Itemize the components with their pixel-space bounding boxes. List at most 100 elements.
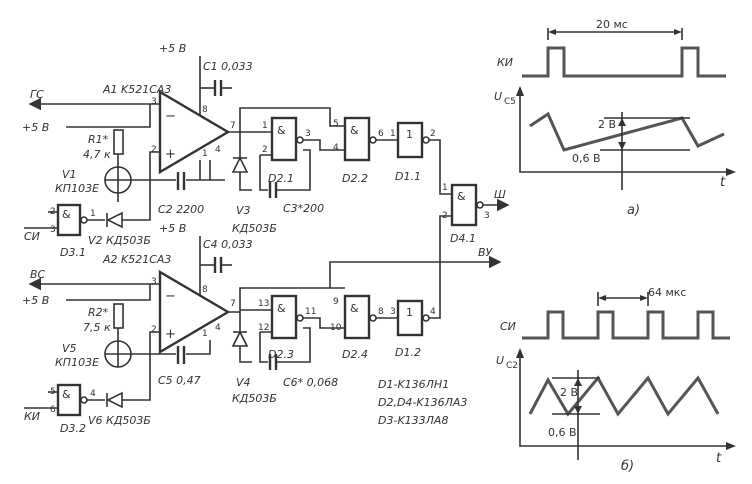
timing-a-u-sub: C5 (504, 97, 516, 107)
pin-a2-1: 1 (202, 329, 208, 339)
pin-a2-3: 3 (151, 277, 157, 287)
label-supply-c1: +5 В (159, 42, 186, 55)
label-vu: ВУ (478, 246, 494, 259)
pin-d41-1: 1 (442, 183, 448, 193)
pin-d32-6: 6 (50, 405, 56, 415)
timing-a-pulse-trace (522, 46, 726, 78)
pin-d12-3: 3 (390, 307, 396, 317)
pin-a2-4: 4 (215, 323, 221, 333)
gate-d24 (343, 294, 371, 340)
timing-diagram-a: КИ 20 мс U C5 2 В 0,6 В t а) (494, 18, 736, 218)
pin-a2-8: 8 (202, 285, 208, 295)
timing-b-u: U (496, 354, 504, 367)
pin-d24-8: 8 (378, 307, 384, 317)
label-v4: V4 (236, 376, 251, 389)
label-v4-type: КД503Б (232, 392, 277, 405)
svg-text:+: + (165, 147, 176, 162)
pin-d23-12: 12 (258, 323, 269, 333)
label-vs: ВС (30, 268, 46, 281)
svg-text:&: & (277, 124, 286, 137)
label-v5: V5 (62, 342, 77, 355)
upper-channel: − + 3 8 2 1 7 4 +5 В C1 0,033 A1 K521CA3… (22, 42, 510, 259)
pin-d22-5: 5 (333, 119, 339, 129)
pin-a1-4: 4 (215, 145, 221, 155)
pin-d31-3: 3 (50, 225, 56, 235)
svg-text:&: & (457, 190, 466, 203)
label-d21: D2.1 (268, 172, 294, 185)
label-v3: V3 (236, 204, 251, 217)
pin-d22-6: 6 (378, 129, 384, 139)
label-d22: D2.2 (342, 172, 368, 185)
pin-d21-1: 1 (262, 121, 268, 131)
pin-d24-9: 9 (333, 297, 339, 307)
svg-text:&: & (277, 302, 286, 315)
pin-d12-4: 4 (430, 307, 436, 317)
pin-d23-11: 11 (305, 307, 316, 317)
label-d32: D3.2 (60, 422, 86, 435)
label-r1: R1* (88, 133, 109, 146)
timing-b-u-sub: C2 (506, 361, 518, 371)
timing-a-period: 20 мс (596, 18, 628, 31)
label-c5: C5 0,47 (158, 374, 201, 387)
pin-d31-1: 1 (90, 209, 96, 219)
label-plus5-2: +5 В (22, 294, 49, 307)
gate-d32 (56, 383, 82, 417)
timing-b-pulse-trace (522, 310, 730, 340)
svg-text:&: & (350, 302, 359, 315)
timing-b-t: t (716, 451, 722, 466)
lower-channel: +5 В C4 0,033 КД503Б A2 K521CA3 − + 3 8 … (22, 215, 502, 435)
pin-a1-1: 1 (202, 149, 208, 159)
timing-b-period: 64 мкс (648, 286, 686, 299)
svg-text:&: & (62, 208, 71, 221)
gate-d21 (270, 116, 298, 162)
pin-d11-2: 2 (430, 129, 436, 139)
label-v1-type: КП103Е (55, 182, 99, 195)
legend-d3: D3-K133ЛА8 (378, 414, 448, 427)
label-a1: A1 K521CA3 (102, 83, 171, 96)
label-d24: D2.4 (342, 348, 368, 361)
pin-a1-8: 8 (202, 105, 208, 115)
label-d11: D1.1 (395, 170, 421, 183)
timing-a-amp: 2 В (598, 118, 616, 131)
timing-b-offset: 0,6 В (548, 426, 577, 439)
label-c2: C2 2200 (158, 203, 204, 216)
gate-d41 (450, 183, 478, 227)
gate-d23 (270, 294, 298, 340)
label-v6: V6 КД503Б (88, 414, 151, 427)
pin-d22-4: 4 (333, 143, 339, 153)
label-r2: R2* (88, 306, 109, 319)
timing-a-offset: 0,6 В (572, 152, 601, 165)
svg-text:−: − (165, 109, 176, 124)
pin-d23-13: 13 (258, 299, 269, 309)
legend-d1: D1-K136ЛН1 (378, 378, 449, 391)
label-v2: V2 КД503Б (88, 234, 151, 247)
label-d31: D3.1 (60, 246, 86, 259)
gate-d11 (396, 121, 424, 159)
timing-b-caption: б) (621, 459, 634, 474)
pin-a1-7: 7 (230, 121, 236, 131)
pin-a1-2: 2 (151, 145, 157, 155)
opamp-a2 (158, 269, 231, 355)
gate-d22 (343, 116, 371, 162)
svg-text:1: 1 (406, 306, 413, 319)
legend-d2-d4: D2,D4-K136ЛА3 (378, 396, 467, 409)
label-c4: C4 0,033 (203, 238, 253, 251)
timing-a-signal1: КИ (497, 56, 513, 69)
pin-d21-2: 2 (262, 145, 268, 155)
timing-a-caption: а) (627, 203, 640, 218)
label-c1: C1 0,033 (203, 60, 253, 73)
svg-text:1: 1 (406, 128, 413, 141)
opamp-a1 (158, 89, 231, 175)
pin-d11-1: 1 (390, 129, 396, 139)
label-supply-c4: +5 В (159, 222, 186, 235)
label-d23: D2.3 (268, 348, 294, 361)
svg-text:&: & (62, 388, 71, 401)
svg-text:&: & (350, 124, 359, 137)
timing-b-signal1: СИ (500, 320, 516, 333)
pin-a1-3: 3 (151, 97, 157, 107)
label-plus5-1: +5 В (22, 121, 49, 134)
svg-text:+: + (165, 327, 176, 342)
label-c3: C3*200 (283, 202, 324, 215)
